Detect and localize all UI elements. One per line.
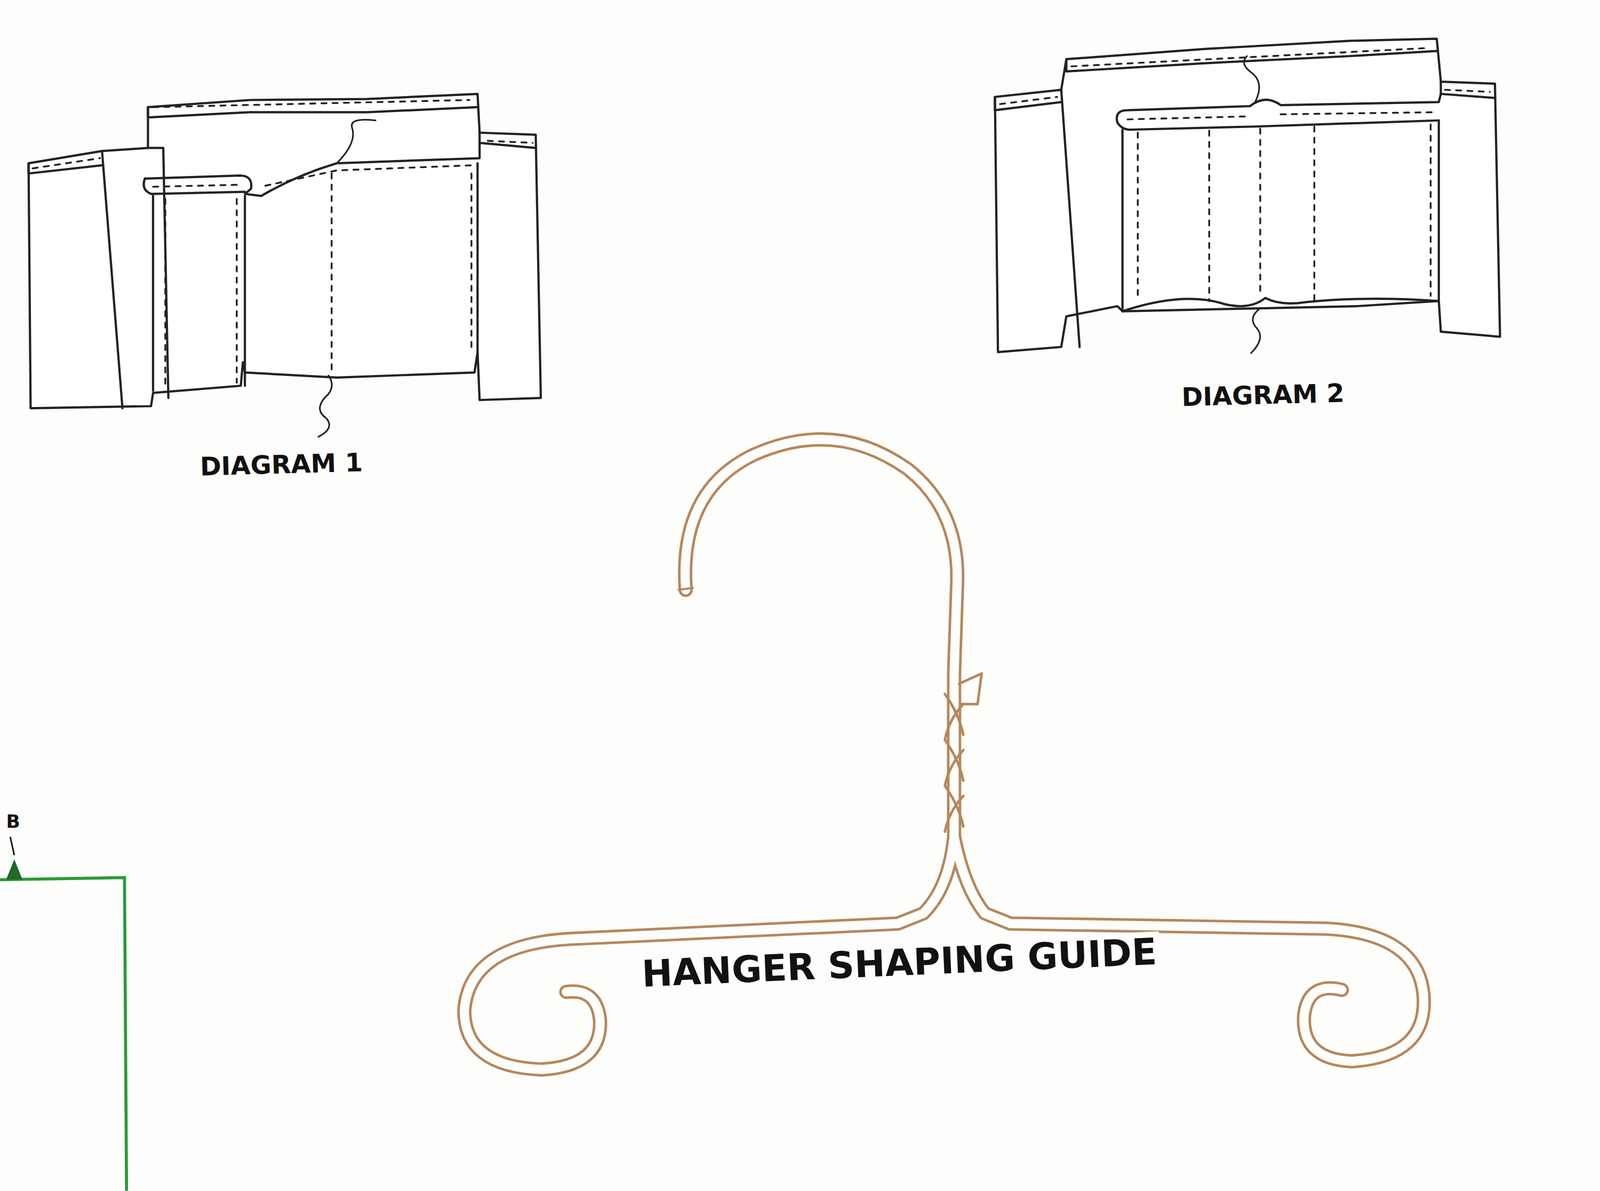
diagram-label: DIAGRAM 2: [1178, 379, 1348, 412]
diagram-2: [994, 38, 1500, 354]
piece-letter: B: [5, 811, 20, 832]
pattern-piece-b: [0, 836, 127, 1191]
diagram-label: DIAGRAM 1: [196, 448, 367, 482]
guide-title: HANGER SHAPING GUIDE: [637, 931, 1161, 995]
hanger-outline: [464, 439, 1424, 1070]
diagram-1: [28, 93, 541, 437]
